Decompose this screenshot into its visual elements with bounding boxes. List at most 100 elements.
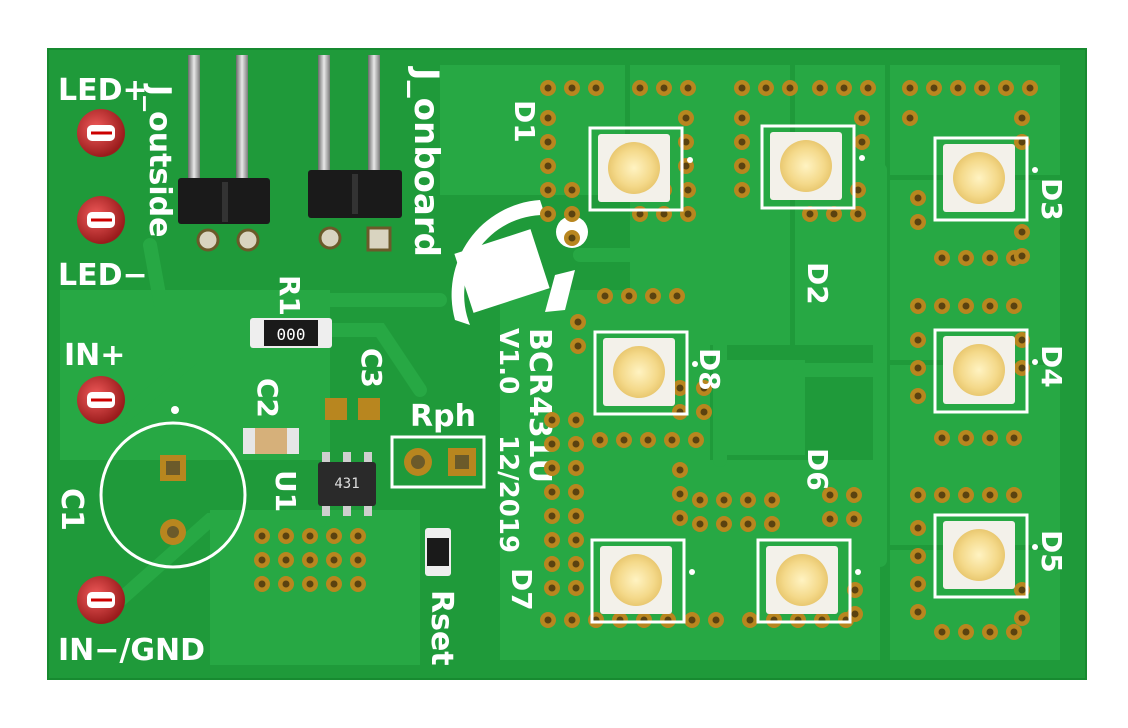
via-hole [700,408,708,416]
via-hole [660,84,668,92]
via-hole [738,186,746,194]
via-hole [914,392,922,400]
via-hole [684,84,692,92]
via-hole [986,302,994,310]
via-hole [1018,114,1026,122]
label-j-outside: J_outside [142,83,177,237]
via-hole [768,496,776,504]
via-hole [548,512,556,520]
via-hole [978,84,986,92]
via-hole [676,384,684,392]
label-part-name: BCR431U [522,328,557,483]
test-post-led-minus[interactable] [77,196,125,244]
via-hole [744,520,752,528]
via-hole [676,514,684,522]
chip-u1: 431 [318,452,376,516]
via-hole [914,302,922,310]
test-post-in-plus[interactable] [77,376,125,424]
label-in-plus: IN+ [64,338,125,373]
via-hole [1010,434,1018,442]
label-u1: U1 [269,470,302,512]
via-hole [851,586,859,594]
via-hole [684,186,692,194]
label-rph: Rph [410,399,476,434]
via-hole [914,580,922,588]
via-hole [786,84,794,92]
smd-led [933,328,1038,414]
via-hole [1018,364,1026,372]
via-hole [682,114,690,122]
via-hole [544,162,552,170]
via-hole [568,210,576,218]
label-d7: D7 [505,568,538,611]
via-hole [574,342,582,350]
via-hole [1018,614,1026,622]
via-hole [962,302,970,310]
via-hole [744,496,752,504]
via-hole [572,416,580,424]
via-hole [762,84,770,92]
via-hole [930,84,938,92]
via-hole [574,318,582,326]
via-hole [1018,228,1026,236]
smd-led [593,330,698,416]
rph-jumper[interactable] [390,435,486,489]
via-hole [914,364,922,372]
via-hole [806,210,814,218]
via-hole [1010,491,1018,499]
pin-header-j-outside[interactable] [178,55,270,252]
via-hole [854,186,862,194]
label-r1: R1 [273,275,306,316]
via-hole [306,556,314,564]
resistor-rset [425,528,451,576]
label-d3: D3 [1035,178,1068,221]
smd-led [756,538,861,624]
via-hole [636,84,644,92]
via-hole [620,436,628,444]
via-hole [851,610,859,618]
via-hole [720,520,728,528]
label-d2: D2 [801,262,834,305]
pin-header-j-onboard[interactable] [308,55,402,252]
via-hole [914,194,922,202]
via-hole [768,520,776,528]
via-hole [258,580,266,588]
via-hole [700,384,708,392]
via-hole [568,616,576,624]
via-hole [938,628,946,636]
via-hole [649,292,657,300]
via-hole [306,580,314,588]
via-hole [625,292,633,300]
via-hole [660,210,668,218]
label-c3: C3 [355,348,388,388]
via-hole [914,491,922,499]
via-hole [696,496,704,504]
resistor-r1: 000 [250,318,332,348]
via-hole [720,496,728,504]
via-hole [906,84,914,92]
via-hole [258,532,266,540]
via-hole [938,254,946,262]
label-d1: D1 [508,100,541,143]
via-hole [840,84,848,92]
via-hole [826,491,834,499]
smd-led [588,126,693,212]
label-rset: Rset [424,590,459,666]
via-hole [738,162,746,170]
via-hole [938,434,946,442]
via-hole [830,210,838,218]
capacitor-c2 [243,428,299,454]
test-post-led-plus[interactable] [77,109,125,157]
via-hole [826,515,834,523]
label-d5: D5 [1035,530,1068,573]
via-hole [962,254,970,262]
via-hole [330,532,338,540]
via-hole [850,515,858,523]
via-hole [954,84,962,92]
via-hole [568,234,576,242]
test-post-in-minus[interactable] [77,576,125,624]
traces [113,163,887,607]
label-version: V1.0 [493,328,523,394]
c3-pad [325,398,347,420]
via-hole [673,292,681,300]
